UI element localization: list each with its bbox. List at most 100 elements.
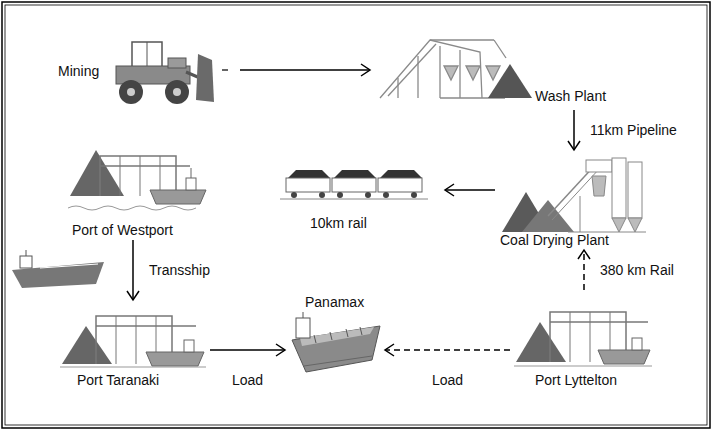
flow-arrow [210,344,285,356]
train-icon [378,178,422,192]
train-icon [286,178,330,192]
lyttelton-port-icon [516,322,566,362]
westport-port-icon [140,156,141,196]
taranaki-port-icon [116,316,117,364]
arrow-head [578,250,590,259]
train-icon [365,192,371,198]
transship-vessel-icon [40,264,98,268]
lyttelton-port-icon [514,366,652,367]
station-label: Wash Plant [535,88,606,104]
lyttelton-port-icon [590,312,591,362]
bulldozer-icon [132,42,162,68]
train-icon [337,192,343,198]
westport-port-icon [150,190,206,204]
transship-vessel-icon [20,256,32,268]
westport-port-icon [68,150,206,210]
lyttelton-port-icon [550,321,648,323]
bulldozer-icon [196,54,214,102]
panamax-ship-icon [330,332,332,340]
wash-plant-icon [380,40,532,98]
bulldozer-icon [116,42,228,104]
edge-label: Transship [147,262,212,278]
wash-plant-icon [397,78,398,98]
train-icon [288,170,330,178]
arrow-head [127,291,139,300]
transship-vessel-icon [26,250,27,256]
panamax-ship-icon [304,356,372,366]
bulldozer-icon [173,88,181,96]
taranaki-port-icon [184,340,194,352]
train-icon [332,178,376,192]
edge-label: Load [430,372,465,388]
train-icon [291,192,417,198]
wash-plant-icon [444,66,458,80]
station-label: Port Taranaki [77,372,159,388]
station-node: 10km rail [275,160,445,235]
wash-plant-icon [486,66,500,80]
frame [5,5,707,425]
taranaki-port-icon [60,316,206,367]
flow-arrow [385,344,510,356]
flow-line [132,240,134,300]
flow-line [240,69,370,71]
train-icon [411,192,417,198]
train-icon [383,192,389,198]
station-node: Port of Westport [60,140,215,240]
panamax-ship-icon [346,329,348,337]
train-icon [291,192,297,198]
train-icon [380,170,422,178]
bulldozer-icon [222,69,228,71]
flow-line [385,349,510,351]
train-icon [280,170,428,199]
station-node: Wash Plant [370,30,615,110]
station-node: Panamax [285,290,385,378]
lyttelton-port-icon [598,350,650,364]
westport-port-icon [68,206,196,210]
drying-plant-icon [628,162,642,218]
panamax-ship-icon [296,318,310,338]
taranaki-port-icon [62,326,112,364]
panamax-ship-icon [314,327,362,343]
edge-label: Load [230,372,265,388]
panamax-ship-icon [292,312,380,372]
panamax-ship-icon [360,327,362,335]
flow-arrow [445,184,495,196]
arrow-head [445,184,454,196]
flow-arrow [127,240,139,300]
flow-arrow [240,64,370,76]
westport-port-icon [70,150,124,196]
panamax-ship-icon [303,312,304,318]
arrow-head [568,141,580,150]
flow-line [445,189,495,191]
arrow-head [276,344,285,356]
lyttelton-port-icon [632,338,642,350]
flow-line [573,110,575,150]
train-icon [334,170,376,178]
station-node: Port Taranaki [55,300,210,390]
drying-plant-icon [612,218,626,232]
taranaki-port-icon [60,367,206,368]
bulldozer-icon [147,42,148,68]
lyttelton-port-icon [570,312,571,362]
taranaki-port-icon [96,325,196,327]
wash-plant-icon [380,40,482,98]
drying-plant-icon [502,158,646,232]
bulldozer-icon [119,80,143,104]
westport-port-icon [120,156,121,196]
station-node: Coal Drying Plant [495,150,650,250]
station-label: 10km rail [310,215,367,231]
train-icon [280,199,428,200]
station-label: Panamax [305,294,364,310]
panamax-ship-icon [314,335,316,343]
taranaki-port-icon [146,352,204,366]
flow-arrow [578,250,590,290]
station-label: Port Lyttelton [535,372,617,388]
drying-plant-icon [586,160,612,172]
station-label: Port of Westport [72,222,173,238]
station-label: Mining [58,63,99,79]
wash-plant-icon [430,39,494,40]
drying-plant-icon [580,196,581,232]
